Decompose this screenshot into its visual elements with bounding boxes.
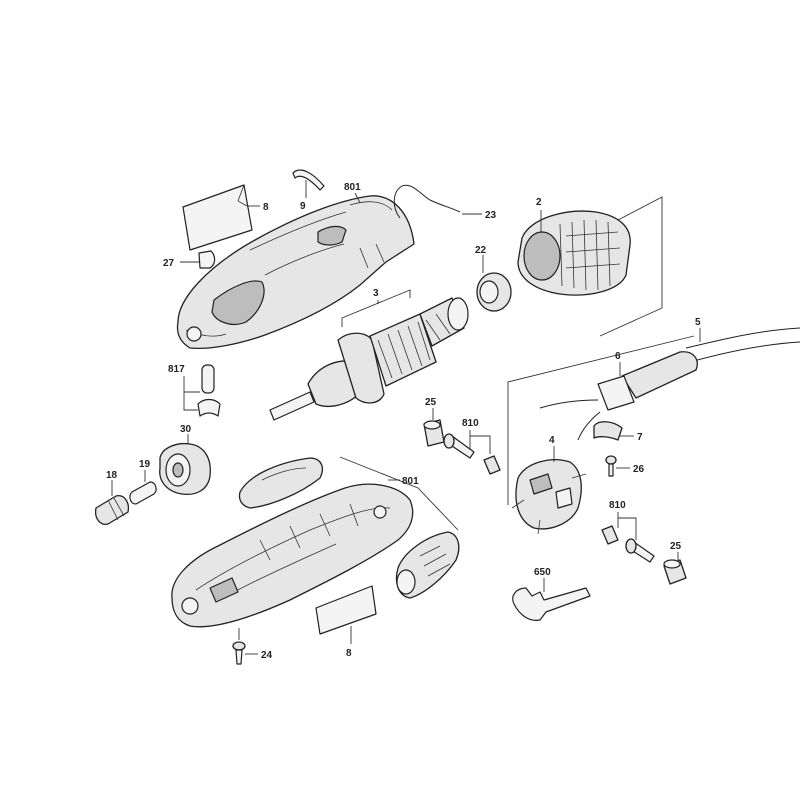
label-4: 4 — [549, 435, 555, 446]
part-650-wrench — [512, 587, 591, 621]
part-8-label-plate-bottom — [315, 585, 377, 635]
label-19: 19 — [139, 459, 151, 470]
label-8-bottom: 8 — [346, 648, 352, 659]
leader-5-bracket — [507, 335, 695, 505]
label-30: 30 — [180, 424, 192, 435]
label-26: 26 — [633, 464, 645, 475]
part-3-armature — [269, 297, 469, 421]
label-6: 6 — [615, 351, 621, 362]
part-26-screw — [605, 455, 617, 477]
part-27-clip — [198, 250, 216, 269]
part-801-lower-housing — [171, 483, 414, 628]
part-2-field-coil — [517, 210, 631, 296]
label-24: 24 — [261, 650, 273, 661]
label-801-top: 801 — [344, 182, 361, 193]
label-810-lower: 810 — [609, 500, 626, 511]
label-2: 2 — [536, 197, 542, 208]
leader-817 — [183, 376, 200, 411]
label-817: 817 — [168, 364, 185, 375]
part-5-power-cord — [539, 327, 800, 441]
label-801-bottom: 801 — [402, 476, 419, 487]
label-7: 7 — [637, 432, 643, 443]
part-24-screw — [232, 628, 246, 665]
label-18: 18 — [106, 470, 118, 481]
part-7-cord-clamp — [593, 421, 623, 441]
label-810-upper: 810 — [462, 418, 479, 429]
part-22-bearing — [476, 272, 512, 312]
part-25-bushing-lower — [663, 559, 687, 585]
leader-810-lower — [617, 512, 637, 540]
part-30-shaft-lock — [159, 442, 211, 496]
part-801-switch-cover — [238, 457, 324, 509]
label-650: 650 — [534, 567, 551, 578]
label-23: 23 — [485, 210, 497, 221]
label-8-top: 8 — [263, 202, 269, 213]
label-25-upper: 25 — [425, 397, 437, 408]
part-18-collet-nut — [94, 495, 130, 525]
leader-3-bracket — [341, 289, 411, 327]
part-19-collet — [129, 481, 157, 505]
part-810-screw-nut-lower — [601, 525, 655, 563]
part-6-strain-relief — [597, 351, 698, 411]
part-9-clip — [292, 169, 325, 191]
part-25-bushing-upper — [423, 419, 445, 447]
part-4-brush-holder — [511, 459, 587, 535]
part-810-screw-nut-upper — [443, 433, 501, 475]
label-22: 22 — [475, 245, 487, 256]
label-5: 5 — [695, 317, 701, 328]
label-27: 27 — [163, 258, 175, 269]
label-25-lower: 25 — [670, 541, 682, 552]
part-8-label-plate-top — [182, 184, 253, 251]
leader-2-bracket — [599, 196, 663, 337]
part-817-carbon-brush — [197, 364, 221, 417]
label-9: 9 — [300, 201, 306, 212]
leader-801-top — [354, 192, 361, 204]
label-3: 3 — [373, 288, 379, 299]
part-23-hanger — [393, 184, 461, 219]
part-801-nose-cover — [395, 531, 460, 599]
leader-801-bottom — [339, 456, 459, 531]
part-801-upper-housing — [176, 195, 415, 350]
leader-810-upper — [469, 430, 491, 454]
